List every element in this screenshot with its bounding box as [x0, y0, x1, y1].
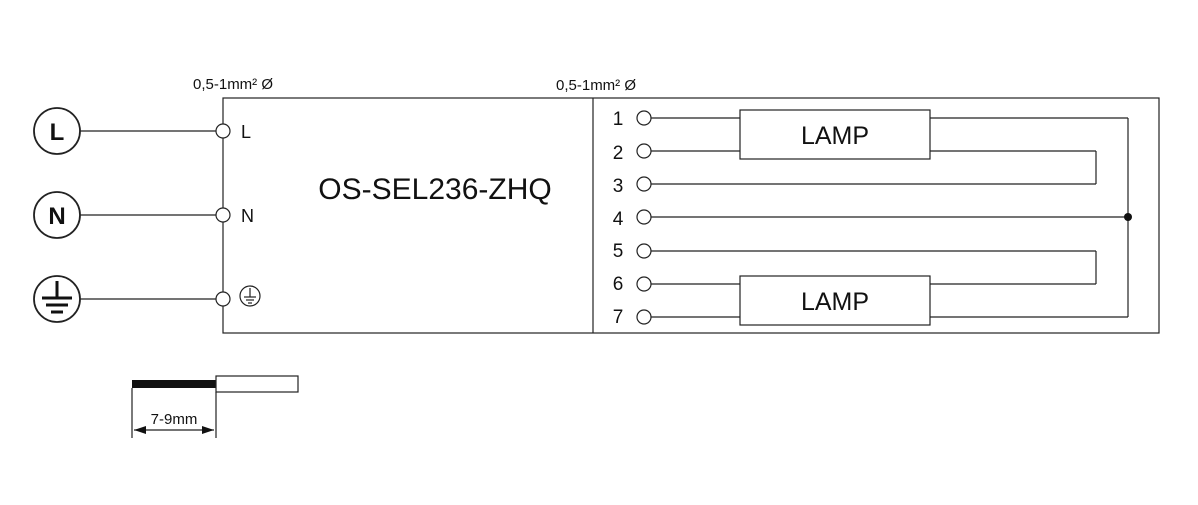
output-number-7: 7 — [613, 307, 624, 328]
earth-terminal-icon — [239, 285, 261, 307]
terminal-l-label: L — [241, 122, 251, 142]
output-terminal-4 — [636, 209, 652, 225]
output-number-2: 2 — [613, 143, 624, 164]
output-terminal-2 — [636, 143, 652, 159]
wire-spec-right: 0,5-1mm² Ø — [556, 77, 636, 94]
earth-symbol-icon — [33, 275, 81, 323]
neutral-symbol: N — [33, 191, 81, 239]
output-wiring — [651, 117, 1132, 318]
lamp-2-label: LAMP — [801, 288, 869, 316]
wire-strip-detail: 7-9mm — [131, 375, 299, 438]
wire-spec-left: 0,5-1mm² Ø — [193, 76, 273, 93]
output-number-4: 4 — [613, 209, 624, 230]
output-number-1: 1 — [613, 109, 624, 130]
terminal-l — [215, 123, 231, 139]
output-number-3: 3 — [613, 176, 624, 197]
terminal-n-label: N — [241, 206, 254, 226]
neutral-symbol-label: N — [48, 203, 65, 230]
output-terminal-5 — [636, 243, 652, 259]
ballast-housing — [222, 97, 1160, 334]
lamp-1-label: LAMP — [801, 122, 869, 150]
lamp-2: LAMP — [739, 275, 931, 326]
output-number-6: 6 — [613, 274, 624, 295]
terminal-n — [215, 207, 231, 223]
strip-length-label: 7-9mm — [151, 411, 198, 428]
output-number-5: 5 — [613, 241, 624, 262]
lamp-1: LAMP — [739, 109, 931, 160]
terminal-earth — [215, 291, 231, 307]
output-terminal-6 — [636, 276, 652, 292]
line-symbol: L — [33, 107, 81, 155]
output-terminal-3 — [636, 176, 652, 192]
model-name: OS-SEL236-ZHQ — [318, 173, 551, 206]
line-symbol-label: L — [50, 119, 65, 146]
output-terminal-1 — [636, 110, 652, 126]
output-terminal-7 — [636, 309, 652, 325]
